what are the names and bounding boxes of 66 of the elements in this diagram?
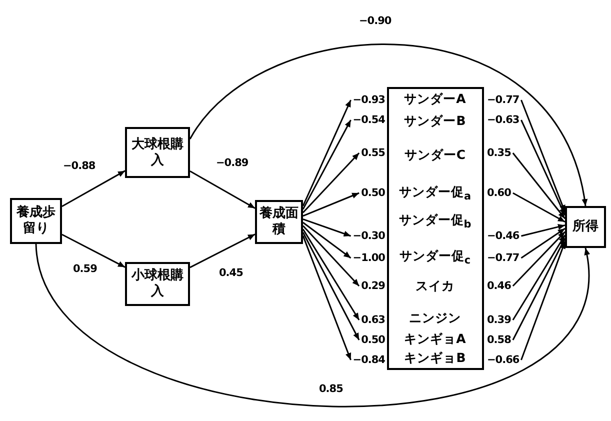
crop-name: キンギョA	[403, 332, 467, 346]
arrow	[62, 170, 126, 207]
edge-label: 0.50	[360, 187, 386, 199]
edge-label: −1.00	[352, 252, 386, 264]
arrow	[520, 228, 566, 259]
arrow	[520, 120, 566, 216]
arrow	[302, 222, 352, 259]
crop-name: サンダー促$_{a}$	[398, 184, 472, 203]
arrow	[62, 234, 126, 268]
arrow	[35, 244, 589, 408]
edge-label: 0.55	[360, 147, 386, 159]
edge-label: −0.66	[486, 354, 520, 366]
crop-name: サンダー促$_{b}$	[398, 212, 472, 231]
arrow	[512, 234, 566, 320]
arrow	[512, 231, 566, 287]
arrow	[189, 44, 587, 206]
crop-name: ニンジン	[408, 310, 462, 324]
crop-name: サンダー促$_{c}$	[398, 248, 472, 267]
crop-name: サンダーC	[403, 148, 467, 162]
arrow	[512, 238, 566, 340]
variable-box: 所得	[565, 206, 606, 248]
arrow	[190, 234, 256, 268]
edge-label: 0.35	[486, 147, 512, 159]
edge-label: −0.63	[486, 114, 520, 126]
variable-box: 大球根購入	[125, 127, 190, 178]
arrow	[302, 218, 352, 237]
edge-label: −0.90	[358, 15, 392, 27]
crop-name: サンダーA	[403, 92, 467, 106]
crop-name: キンギョB	[403, 350, 467, 364]
edge-label: 0.63	[360, 314, 386, 326]
edge-label: −0.77	[486, 94, 520, 106]
crop-name: スイカ	[414, 278, 456, 292]
variable-box: 養成面積	[255, 200, 303, 244]
edge-label: 0.46	[486, 280, 512, 292]
edge-label: 0.39	[486, 314, 512, 326]
arrow	[302, 100, 352, 206]
edge-label: 0.60	[486, 187, 512, 199]
edge-label: −0.84	[352, 354, 386, 366]
edge-label: −0.46	[486, 230, 520, 242]
edge-label: 0.58	[486, 334, 512, 346]
arrow	[512, 192, 566, 223]
variable-box: 養成歩留り	[10, 198, 62, 244]
edge-label: −0.93	[352, 94, 386, 106]
arrow	[190, 170, 256, 209]
arrow	[512, 152, 566, 220]
arrow	[302, 152, 360, 214]
variable-box: 小球根購入	[125, 262, 190, 306]
edge-label: −0.88	[62, 160, 96, 172]
edge-label: 0.45	[218, 267, 244, 279]
crop-name: サンダーB	[403, 114, 467, 128]
arrow	[302, 228, 360, 320]
edge-label: −0.77	[486, 252, 520, 264]
edge-label: 0.85	[318, 383, 344, 395]
edge-label: 0.50	[360, 334, 386, 346]
arrow	[302, 192, 360, 217]
edge-label: −0.89	[215, 157, 250, 169]
arrow	[521, 224, 566, 237]
edge-label: 0.59	[72, 263, 98, 275]
edge-label: 0.29	[360, 280, 386, 292]
arrow	[302, 225, 360, 287]
arrow	[302, 120, 352, 210]
list-box	[387, 87, 484, 370]
edge-label: −0.54	[352, 114, 386, 126]
arrow	[302, 232, 360, 340]
edge-label: −0.30	[352, 230, 386, 242]
arrow	[302, 235, 352, 360]
